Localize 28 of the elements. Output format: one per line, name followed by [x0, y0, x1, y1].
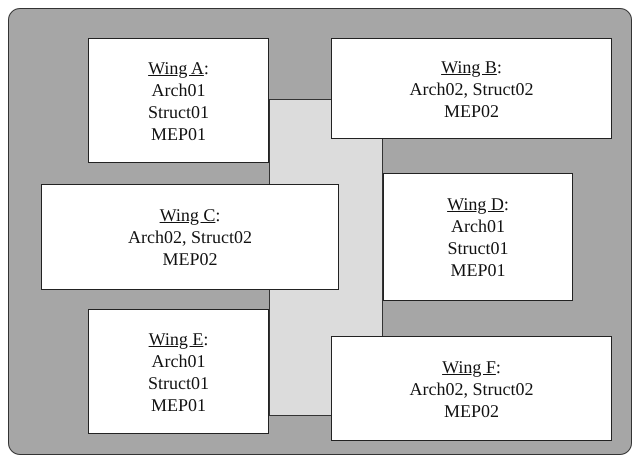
wing-heading: Wing A:: [148, 56, 209, 78]
discipline-text: Struct01: [448, 237, 508, 259]
wing-heading: Wing F:: [442, 356, 501, 378]
site-background: [8, 8, 632, 455]
wing-box: [88, 38, 269, 163]
wing-heading: Wing E:: [148, 328, 208, 350]
discipline-text: MEP01: [150, 122, 206, 144]
discipline-text: Arch01: [152, 350, 206, 372]
wing-box: [331, 336, 612, 441]
discipline-text: Arch02, Struct02: [128, 226, 252, 248]
wing-box: [41, 184, 339, 290]
wing-box: [88, 309, 269, 434]
discipline-text: Arch01: [451, 215, 505, 237]
discipline-text: MEP02: [444, 400, 499, 422]
discipline-text: Arch02, Struct02: [410, 78, 534, 100]
discipline-text: MEP02: [162, 248, 218, 270]
wing-heading: Wing D:: [447, 193, 509, 215]
wing-heading: Wing B:: [441, 56, 502, 78]
discipline-text: MEP01: [150, 394, 206, 416]
discipline-text: MEP01: [450, 259, 506, 281]
discipline-text: Arch02, Struct02: [410, 378, 534, 400]
discipline-text: Struct01: [148, 100, 209, 122]
wing-box: [383, 173, 573, 301]
discipline-text: MEP02: [444, 100, 499, 122]
wing-heading: Wing C:: [160, 204, 220, 226]
discipline-text: Arch01: [152, 78, 206, 100]
wing-box: [331, 38, 612, 139]
discipline-text: Struct01: [148, 372, 209, 394]
